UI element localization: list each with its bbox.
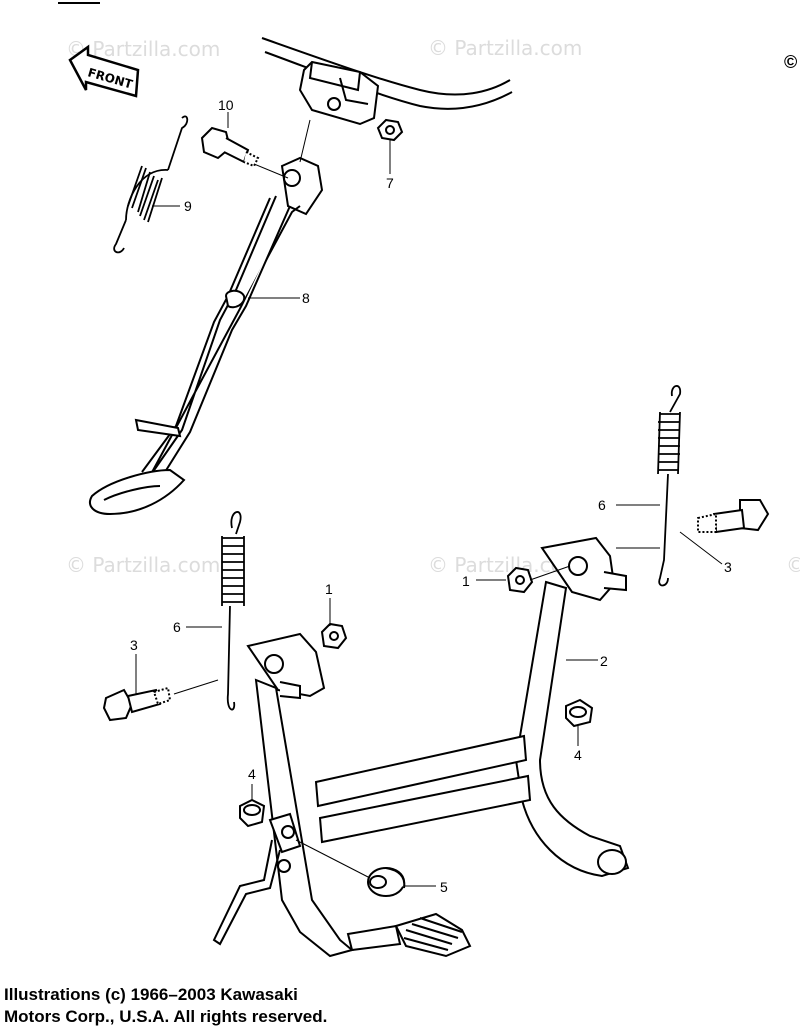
plug-part-4-left: [239, 798, 266, 828]
frame-bracket: [261, 37, 513, 126]
callout-2: 2: [600, 653, 608, 669]
callout-1-right: 1: [462, 573, 470, 589]
callout-3-left: 3: [130, 637, 138, 653]
spring-part-6-left: [221, 511, 245, 711]
bolt-part-10: [200, 126, 260, 168]
callout-5: 5: [440, 879, 448, 895]
watermark: © Partzilla.com: [66, 553, 220, 577]
bolt-part-3-right: [697, 499, 770, 534]
roller-part-5: [367, 867, 406, 897]
nut-part-1-right: [506, 566, 534, 594]
callout-7: 7: [386, 175, 394, 191]
callout-8: 8: [302, 290, 310, 306]
plug-part-4-right: [565, 698, 594, 728]
copyright-line-2: Motors Corp., U.S.A. All rights reserved…: [4, 1007, 328, 1026]
callout-10: 10: [218, 97, 234, 113]
side-stand-part-8: [89, 156, 324, 516]
callout-1-left: 1: [325, 581, 333, 597]
leader-lines: [135, 112, 723, 887]
nut-part-7: [376, 118, 404, 142]
callout-4-right: 4: [574, 747, 582, 763]
bolt-part-3-left: [102, 686, 172, 722]
watermark: © Partzilla.com: [786, 553, 800, 577]
spring-part-6-right: [657, 385, 682, 587]
corner-copyright-mark: ©: [784, 52, 797, 72]
center-stand-part-2: [212, 536, 630, 958]
callout-3-right: 3: [724, 559, 732, 575]
copyright-notice: Illustrations (c) 1966–2003 Kawasaki Mot…: [4, 984, 564, 1028]
callout-9: 9: [184, 198, 192, 214]
nut-part-1-left: [320, 622, 348, 650]
watermark: © Partzilla.com: [428, 36, 582, 60]
copyright-line-1: Illustrations (c) 1966–2003 Kawasaki: [4, 985, 298, 1004]
spring-part-9: [113, 115, 189, 254]
callout-6-left: 6: [173, 619, 181, 635]
callout-4-left: 4: [248, 766, 256, 782]
callout-6-right: 6: [598, 497, 606, 513]
